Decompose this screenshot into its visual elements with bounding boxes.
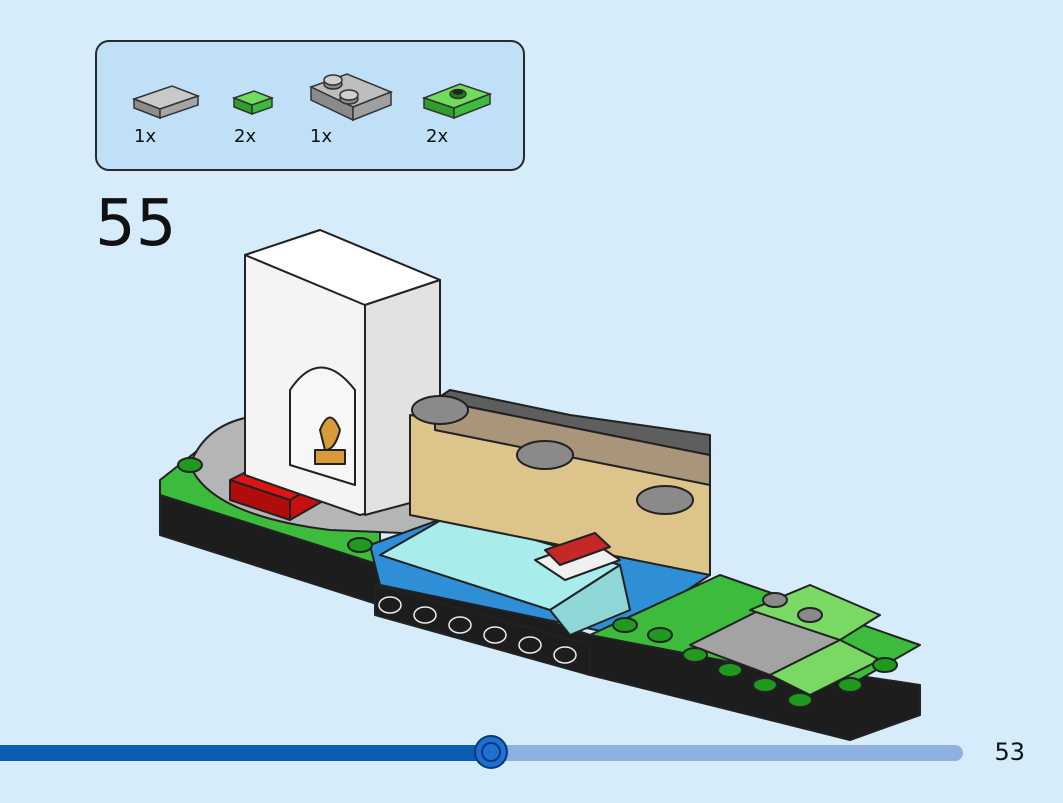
parts-callout: 1x 2x 1x 2x [95, 40, 525, 171]
progress-thumb[interactable] [474, 735, 508, 769]
part-gray-tile: 1x [132, 82, 202, 147]
gray-tile-icon [132, 85, 201, 120]
part-qty: 1x [310, 126, 333, 147]
green-tile-icon [232, 90, 275, 116]
page-number: 53 [994, 738, 1025, 766]
part-green-tile: 2x [232, 88, 282, 147]
part-gray-plate: 1x [307, 70, 397, 147]
step-number: 55 [95, 187, 177, 261]
model-illustration [150, 215, 930, 749]
part-qty: 2x [234, 126, 257, 147]
green-plate-icon [422, 83, 493, 120]
gray-plate-icon [309, 73, 394, 122]
part-green-plate: 2x [422, 80, 494, 147]
part-qty: 1x [134, 126, 157, 147]
part-qty: 2x [426, 126, 449, 147]
progress-fill [0, 745, 491, 761]
lego-build-illustration [159, 229, 921, 741]
progress-bar[interactable] [0, 735, 963, 769]
